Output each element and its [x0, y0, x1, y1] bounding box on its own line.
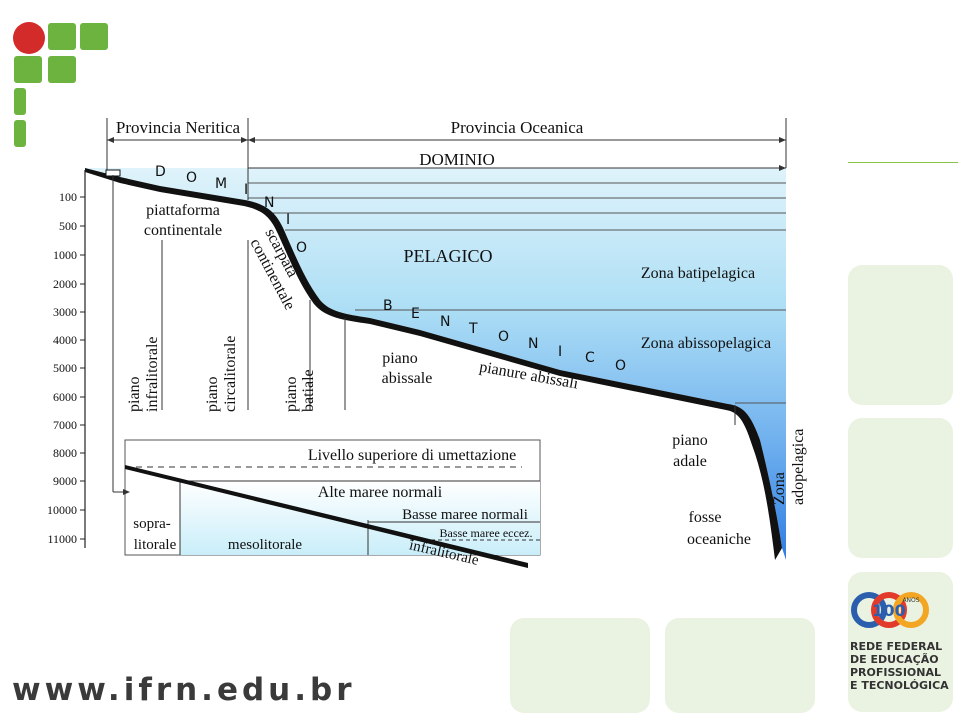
dominio-letter: O — [186, 170, 197, 186]
dominio-letter: O — [296, 240, 307, 256]
bg-block — [510, 618, 650, 713]
sopralitorale-label: litorale — [134, 537, 177, 553]
alte-maree-label: Alte maree normali — [318, 484, 443, 501]
bentonico-letter: C — [585, 350, 595, 366]
depth-ticks — [80, 196, 85, 540]
bentonico-letter: E — [411, 306, 420, 322]
if-logo — [13, 22, 108, 147]
mesolitorale-label: mesolitorale — [228, 537, 302, 553]
depth-label: 10000 — [47, 503, 77, 517]
zona-adopelagica-label: Zona — [771, 472, 788, 505]
arrowhead — [248, 137, 255, 143]
inset-slope — [125, 465, 528, 568]
bentonico-letter: N — [440, 314, 450, 330]
bentonico-letter: B — [383, 298, 393, 314]
dominio-letter: D — [155, 164, 166, 180]
depth-label: 100 — [59, 190, 77, 204]
pelagico-label: PELAGICO — [404, 246, 493, 266]
logo-anos: ANOS — [902, 597, 919, 604]
logo-square — [48, 56, 76, 83]
piano-abissale-label: abissale — [382, 370, 433, 387]
piattaforma-label: continentale — [144, 222, 222, 239]
dominio-letter: N — [264, 195, 274, 211]
logo-ring — [871, 592, 907, 628]
rede-federal-text: REDE FEDERAL DE EDUCAÇÃO PROFISSIONAL E … — [850, 640, 950, 692]
arrowhead — [779, 137, 786, 143]
piano-batiale-label: piano — [283, 376, 300, 412]
arrowhead — [779, 165, 786, 171]
website-url: www.ifrn.edu.br — [12, 672, 356, 708]
bentonico-letter: I — [558, 344, 562, 360]
dominio-letter: M — [215, 176, 227, 192]
livello-label: Livello superiore di umettazione — [308, 447, 516, 464]
logo-text-line: REDE FEDERAL — [850, 640, 943, 653]
logo-red-circle — [13, 22, 45, 54]
piano-abissale-label: piano — [382, 350, 418, 367]
piano-infralitorale-label: infralitorale — [144, 336, 161, 412]
depth-label: 2000 — [53, 277, 77, 291]
piano-infralitorale-label: piano — [126, 376, 143, 412]
inset-littoral: Livello superiore di umettazione Alte ma… — [112, 175, 541, 569]
province-neritica: Provincia Neritica — [116, 118, 241, 137]
piano-adale-label: piano — [672, 432, 708, 449]
depth-label: 6000 — [53, 390, 77, 404]
depth-label: 5000 — [53, 361, 77, 375]
fosse-oceaniche-label: oceaniche — [687, 531, 751, 548]
piano-circalitorale-label: piano — [204, 376, 221, 412]
fosse-oceaniche-label: fosse — [689, 509, 722, 526]
piano-circalitorale-label: circalitorale — [222, 336, 239, 412]
zona-abissopelagica-label: Zona abissopelagica — [641, 335, 771, 352]
bentonico-letter: O — [498, 329, 509, 345]
logo-number: 100 — [872, 601, 905, 620]
logo-text-line: PROFISSIONAL — [850, 666, 942, 679]
bentonico-letter: O — [615, 358, 626, 374]
basse-maree-label: Basse maree normali — [402, 507, 528, 523]
bentonico-letters: B E N T O N I C O — [383, 298, 626, 374]
water-body — [85, 168, 786, 560]
piano-batiale-label: batiale — [300, 369, 317, 412]
depth-label: 3000 — [53, 305, 77, 319]
depth-label: 4000 — [53, 333, 77, 347]
dominio-letter: I — [244, 182, 248, 198]
rede-federal-logo: 100 ANOS — [851, 592, 929, 628]
province-oceanica: Provincia Oceanica — [451, 118, 584, 137]
depth-label: 8000 — [53, 446, 77, 460]
depth-label: 7000 — [53, 418, 77, 432]
bentonico-letter: T — [468, 321, 478, 337]
sopralitorale-label: sopra- — [133, 516, 171, 532]
zona-batipelagica-label: Zona batipelagica — [641, 265, 755, 282]
depth-label: 9000 — [53, 474, 77, 488]
depth-labels: 100 500 1000 2000 3000 4000 5000 6000 70… — [47, 190, 77, 546]
dominio-bent-letters: D O M I N I O — [155, 164, 307, 256]
arrowhead — [241, 137, 248, 143]
basse-maree-eccez-label: Basse maree eccez. — [440, 526, 533, 540]
logo-square — [80, 23, 108, 50]
zona-adopelagica-label: adopelagica — [790, 429, 807, 505]
arrowhead — [107, 137, 114, 143]
piano-adale-label: adale — [673, 453, 707, 470]
piattaforma-label: piattaforma — [146, 202, 220, 219]
logo-square — [14, 88, 26, 115]
depth-label: 1000 — [53, 248, 77, 262]
divider-line — [848, 162, 958, 163]
depth-label: 11000 — [47, 532, 77, 546]
bg-block — [848, 418, 953, 558]
bentonico-letter: N — [528, 336, 538, 352]
logo-ring — [851, 592, 887, 628]
dominio-label: DOMINIO — [419, 150, 495, 169]
logo-square — [48, 23, 76, 50]
logo-square — [14, 56, 42, 83]
dominio-letter: I — [286, 212, 290, 228]
bg-block — [848, 265, 953, 405]
logo-ring — [893, 592, 929, 628]
logo-text-line: DE EDUCAÇÃO — [850, 653, 939, 666]
bg-block — [665, 618, 815, 713]
arrowhead — [123, 489, 130, 495]
depth-label: 500 — [59, 219, 77, 233]
logo-square — [14, 120, 26, 147]
logo-text-line: E TECNOLÓGICA — [850, 679, 949, 692]
